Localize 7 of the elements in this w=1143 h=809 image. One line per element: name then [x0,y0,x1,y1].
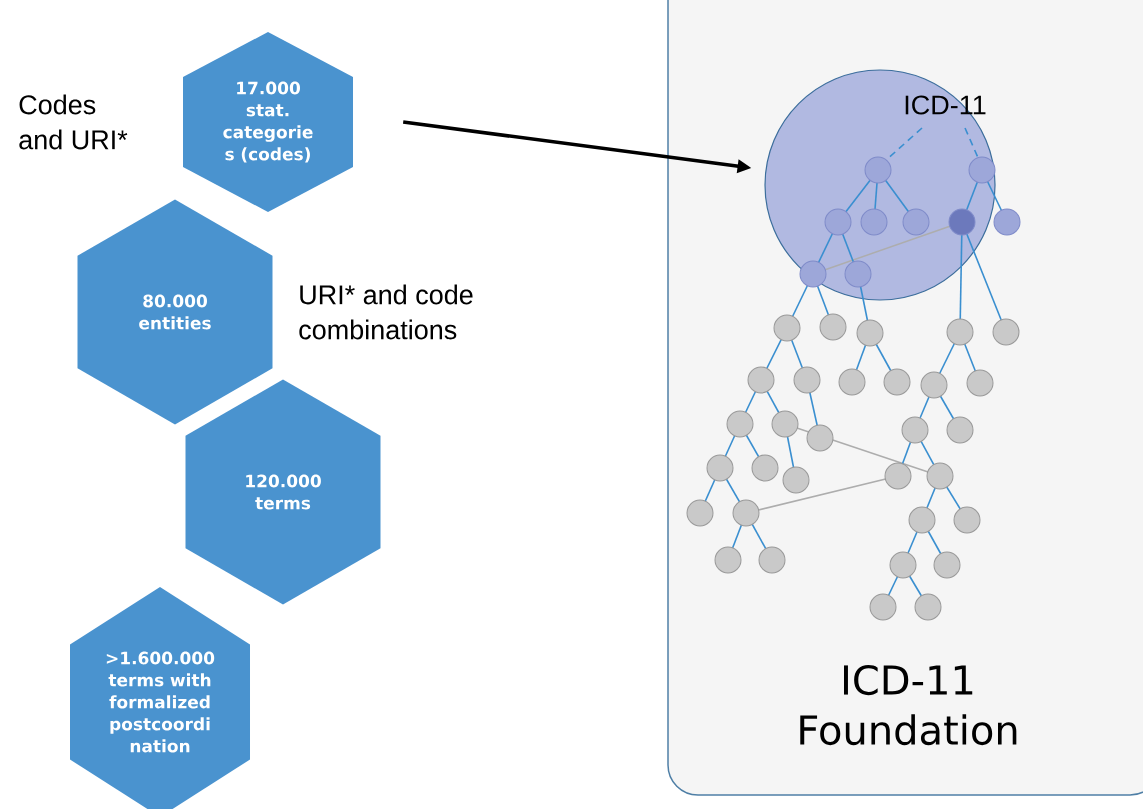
hexagon: 120.000 terms [185,379,381,605]
hexagon: 80.000 entities [77,199,273,425]
side-label: URI* and code combinations [299,284,473,340]
circle-title: ICD-11 [905,95,986,115]
hexagon: >1.600.000 terms with formalized postcoordi nation [70,587,250,809]
side-label: Codes and URI* [19,94,128,150]
hexagon: 17.000 stat. categorie s (codes) [183,32,353,212]
